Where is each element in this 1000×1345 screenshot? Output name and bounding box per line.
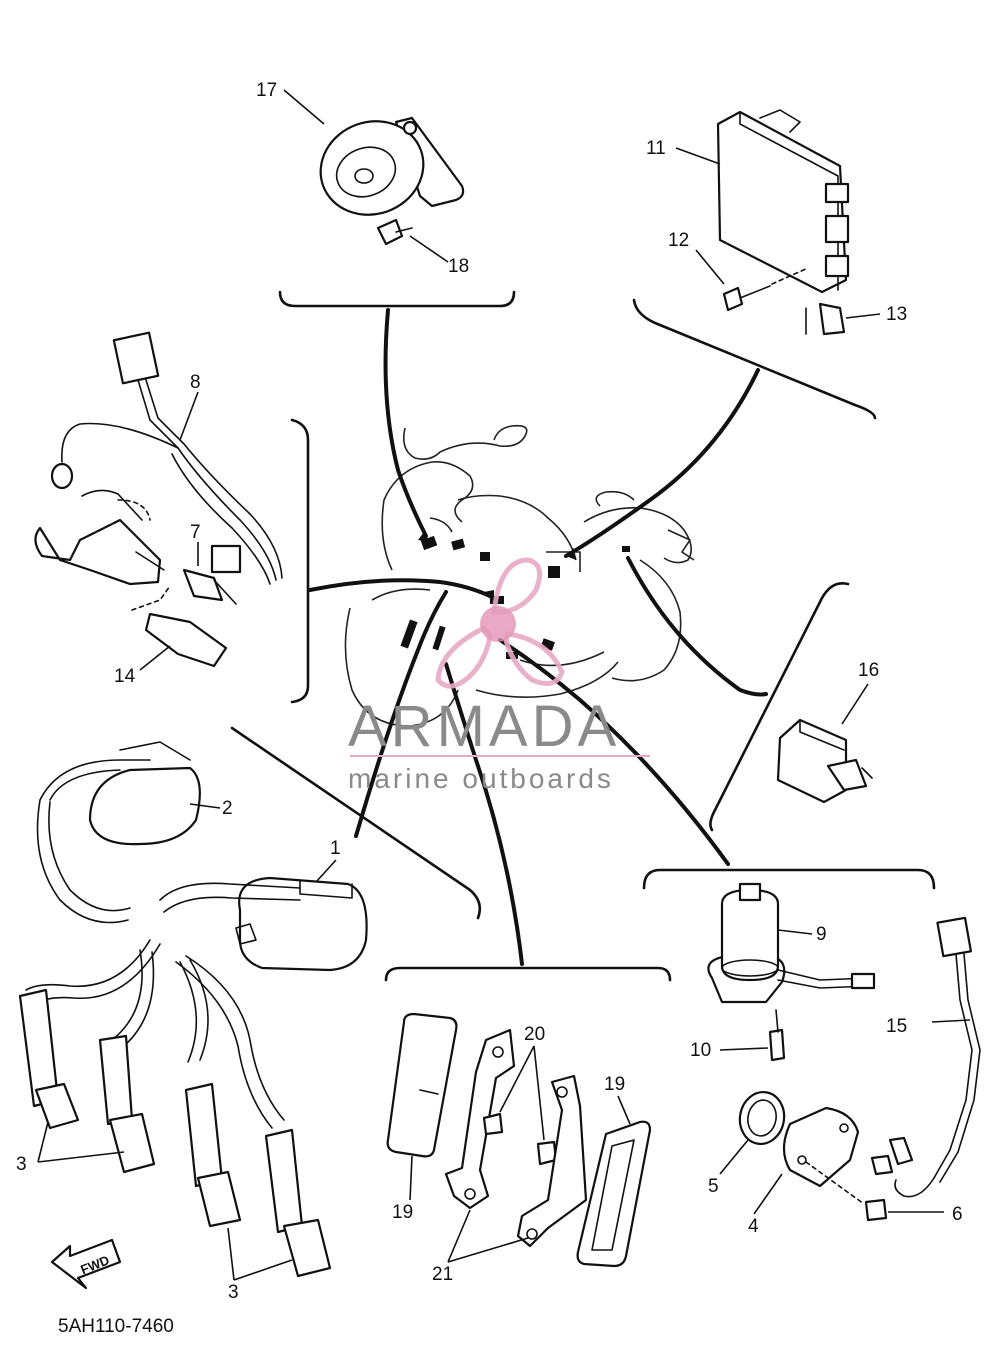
harness-connector bbox=[112, 331, 160, 385]
bracket-right bbox=[516, 1074, 588, 1248]
ecu-assembly bbox=[716, 109, 850, 336]
horn-bolt bbox=[376, 218, 404, 246]
o-ring-5 bbox=[738, 1091, 786, 1145]
bracket-relay bbox=[709, 582, 850, 832]
bracket-left bbox=[444, 1028, 516, 1210]
sensor-assembly bbox=[34, 331, 283, 668]
callout-6: 6 bbox=[952, 1204, 963, 1225]
solenoid-9 bbox=[720, 888, 780, 982]
coil-1 bbox=[238, 876, 368, 972]
speed-sensor-assembly bbox=[738, 916, 981, 1222]
ecu-bolt bbox=[722, 286, 744, 312]
callout-3-left: 3 bbox=[16, 1154, 27, 1175]
horn-assembly bbox=[319, 116, 465, 246]
callout-1: 1 bbox=[330, 838, 341, 859]
callout-18: 18 bbox=[448, 256, 469, 277]
ignition-coils bbox=[25, 741, 368, 1129]
solenoid-assembly bbox=[707, 882, 876, 1062]
sensor-connector-15 bbox=[936, 916, 973, 958]
leader-arrows bbox=[308, 308, 768, 966]
part-code: 5AH110-7460 bbox=[58, 1316, 174, 1337]
armada-watermark: ARMADA marine outboards bbox=[348, 557, 650, 794]
bracket-reflectors bbox=[384, 966, 672, 982]
callout-8: 8 bbox=[190, 372, 201, 393]
callout-10: 10 bbox=[690, 1040, 711, 1061]
callout-14: 14 bbox=[114, 666, 136, 687]
callout-15: 15 bbox=[886, 1016, 907, 1037]
ecu-clip bbox=[818, 302, 846, 336]
bracket-solenoid bbox=[642, 868, 936, 890]
bolt-10 bbox=[768, 1028, 786, 1062]
reflector-left bbox=[386, 1012, 458, 1158]
spark-plug-caps bbox=[18, 988, 332, 1278]
watermark-brand: ARMADA bbox=[348, 694, 620, 759]
callout-9: 9 bbox=[816, 924, 827, 945]
callout-16: 16 bbox=[858, 660, 879, 681]
callout-2: 2 bbox=[222, 798, 233, 819]
bracket-horn bbox=[278, 290, 516, 308]
callout-17: 17 bbox=[256, 80, 277, 101]
callout-3-right: 3 bbox=[228, 1282, 239, 1303]
bolt-6 bbox=[864, 1198, 888, 1222]
callout-12: 12 bbox=[668, 230, 689, 251]
group-brackets bbox=[230, 290, 936, 982]
sensor-body-4 bbox=[782, 1106, 860, 1188]
reflector-assembly bbox=[386, 1012, 652, 1268]
callout-7: 7 bbox=[190, 522, 201, 543]
callout-19-left: 19 bbox=[392, 1202, 413, 1223]
bracket-left-sensors bbox=[290, 418, 310, 704]
callout-13: 13 bbox=[886, 304, 907, 325]
switch-14 bbox=[144, 612, 228, 668]
sensor-7 bbox=[182, 568, 224, 602]
mounting-markers bbox=[400, 535, 630, 659]
coil-2 bbox=[88, 766, 201, 846]
sensor-body bbox=[34, 518, 162, 586]
armada-logo bbox=[435, 557, 565, 689]
callout-19-right: 19 bbox=[604, 1074, 625, 1095]
horn bbox=[319, 120, 425, 216]
bracket-ecu bbox=[632, 298, 877, 420]
bracket-coils bbox=[230, 726, 482, 920]
watermark-tagline: marine outboards bbox=[348, 763, 614, 794]
relay bbox=[776, 718, 873, 804]
callout-21: 21 bbox=[432, 1264, 453, 1285]
callout-11: 11 bbox=[646, 138, 666, 159]
callout-5: 5 bbox=[708, 1176, 719, 1197]
callout-4: 4 bbox=[748, 1216, 759, 1237]
callout-20: 20 bbox=[524, 1024, 545, 1045]
fwd-arrow-icon: FWD bbox=[50, 1238, 122, 1290]
